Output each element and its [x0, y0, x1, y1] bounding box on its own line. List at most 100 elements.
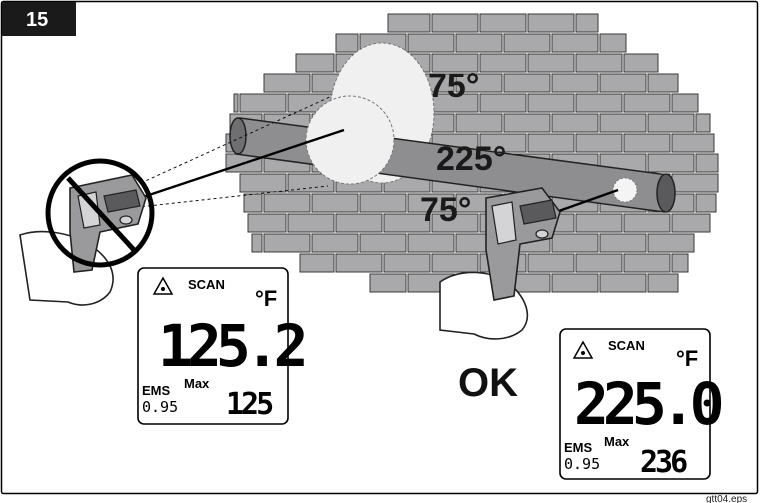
- right-scan-label: SCAN: [608, 338, 645, 353]
- brick: [243, 193, 263, 213]
- right-max-label: Max: [604, 434, 630, 449]
- brick: [287, 173, 335, 193]
- brick: [335, 253, 383, 273]
- brick: [599, 33, 627, 53]
- brick: [359, 193, 407, 213]
- left-ems-value: 0.95: [142, 398, 178, 416]
- brick: [599, 233, 647, 253]
- left-ems-label: EMS: [142, 383, 171, 398]
- brick: [311, 233, 359, 253]
- brick: [263, 233, 311, 253]
- brick: [671, 93, 699, 113]
- brick: [407, 33, 455, 53]
- right-measurement-beams: [555, 188, 619, 214]
- brick: [383, 213, 431, 233]
- brick: [479, 13, 527, 33]
- figure-file-code: gtt04.eps: [706, 494, 747, 503]
- step-number: 15: [26, 9, 48, 31]
- brick: [335, 33, 359, 53]
- lower-spot-temperature: 75°: [420, 191, 471, 229]
- right-thermometer-hand: [439, 187, 561, 340]
- brick: [503, 33, 551, 53]
- brick: [647, 233, 695, 253]
- prohibited-circle-icon: [45, 158, 155, 268]
- brick: [527, 13, 575, 33]
- brick: [551, 273, 599, 293]
- right-max-value: 236: [640, 445, 687, 480]
- brick: [387, 13, 431, 33]
- upper-spot-temperature: 75°: [428, 67, 479, 105]
- brick: [671, 253, 689, 273]
- brick: [263, 193, 311, 213]
- right-ems-label: EMS: [564, 440, 593, 455]
- brick: [623, 133, 671, 153]
- brick: [407, 233, 455, 253]
- right-main-reading: 225.0: [574, 370, 722, 438]
- brick: [599, 113, 647, 133]
- pipe-temperature: 225°: [436, 140, 506, 178]
- brick: [407, 193, 455, 213]
- right-unit-label: °F: [676, 346, 698, 371]
- brick: [239, 93, 287, 113]
- brick: [335, 213, 383, 233]
- brick: [503, 113, 551, 133]
- brick: [527, 93, 575, 113]
- brick: [575, 93, 623, 113]
- brick: [527, 133, 575, 153]
- brick: [551, 73, 599, 93]
- brick: [431, 53, 479, 73]
- brick: [623, 53, 659, 73]
- brick: [623, 93, 671, 113]
- brick: [575, 133, 623, 153]
- brick: [647, 153, 695, 173]
- brick: [647, 273, 679, 293]
- brick: [263, 73, 311, 93]
- left-main-reading: 125.2: [158, 312, 305, 380]
- brick: [503, 73, 551, 93]
- brick: [383, 253, 431, 273]
- brick: [431, 253, 479, 273]
- left-max-value: 125: [226, 387, 273, 422]
- oversized-measurement-spot: [305, 95, 395, 185]
- brick: [239, 173, 287, 193]
- brick: [671, 133, 715, 153]
- brick: [455, 113, 503, 133]
- brick: [233, 93, 239, 113]
- brick: [455, 33, 503, 53]
- laser-warning-icon: [152, 276, 174, 295]
- brick: [695, 193, 717, 213]
- brick: [299, 253, 335, 273]
- left-unit-label: °F: [255, 286, 277, 311]
- brick: [311, 193, 359, 213]
- brick: [671, 213, 711, 233]
- brick: [575, 13, 599, 33]
- brick: [455, 73, 503, 93]
- brick: [599, 273, 647, 293]
- brick: [431, 13, 479, 33]
- brick: [479, 133, 527, 153]
- left-scan-label: SCAN: [188, 277, 225, 292]
- ok-label: OK: [458, 361, 518, 405]
- right-lcd-display: SCAN °F 225.0 EMS 0.95 Max 236: [559, 328, 728, 480]
- left-measurement-beams: [129, 95, 345, 209]
- brick: [551, 233, 599, 253]
- brick: [527, 53, 575, 73]
- pipe-measurement-spot: [612, 177, 638, 203]
- brick: [695, 153, 719, 173]
- brick: [527, 253, 575, 273]
- right-ems-value: 0.95: [564, 455, 600, 473]
- left-max-label: Max: [184, 376, 210, 391]
- brick: [647, 113, 695, 133]
- brick: [623, 213, 671, 233]
- brick: [295, 53, 335, 73]
- brick: [251, 233, 263, 253]
- left-lcd-display: SCAN °F 125.2 EMS 0.95 Max 125: [137, 267, 311, 425]
- brick: [575, 213, 623, 233]
- brick: [247, 213, 287, 233]
- brick: [575, 253, 623, 273]
- laser-warning-icon: [572, 340, 594, 359]
- brick: [359, 233, 407, 253]
- brick: [623, 253, 671, 273]
- brick: [287, 213, 335, 233]
